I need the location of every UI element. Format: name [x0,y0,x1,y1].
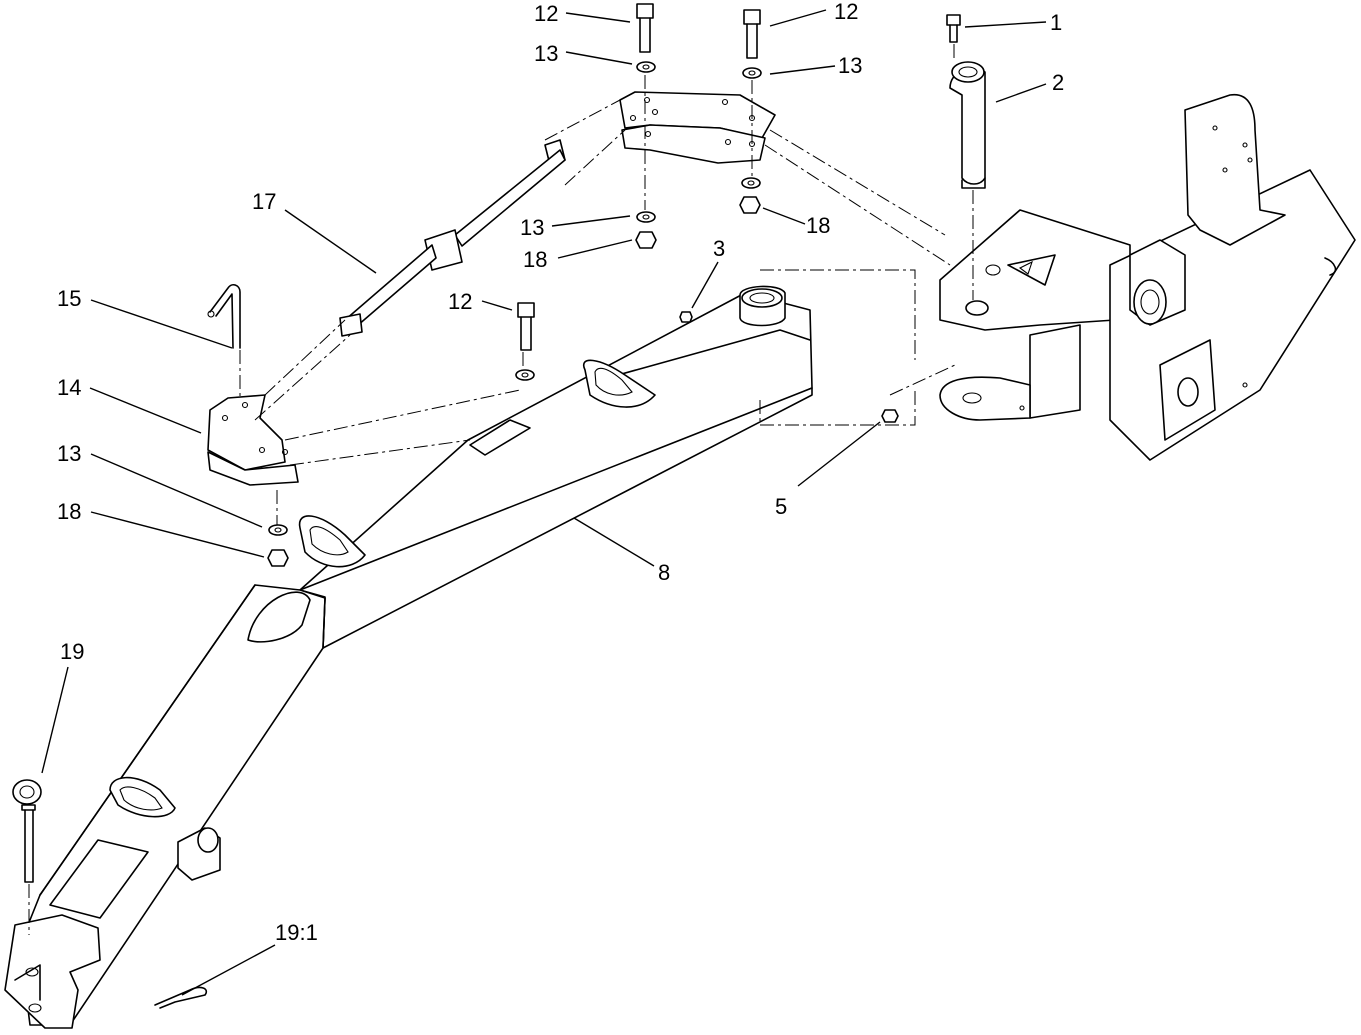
bolt-12-c [517,302,535,351]
callout-18: 18 [57,499,81,524]
callout-1: 1 [1050,10,1062,35]
leader-lines [41,9,1047,996]
bolt-part-1 [946,14,961,43]
callout-13: 13 [838,53,862,78]
callout-8: 8 [658,560,670,585]
hitch-frame [939,94,1356,461]
callout-18: 18 [523,247,547,272]
callout-14: 14 [57,375,81,400]
tow-arm-part [4,285,813,1029]
callout-labels: 12 12 1 13 13 2 17 13 18 18 3 15 12 14 1… [57,0,1064,945]
sleeve-part-2 [949,61,986,189]
bolt-12-a [636,3,654,53]
telescoping-brace [339,139,566,337]
callout-19: 19 [60,639,84,664]
hair-pin-clip [154,986,208,1009]
callout-12: 12 [534,1,558,26]
lower-mount-plate [207,394,299,486]
upper-mount-plate [619,91,776,164]
callout-2: 2 [1052,70,1064,95]
pin-15 [207,283,241,349]
hitch-pin-19 [12,779,42,883]
callout-3: 3 [713,236,725,261]
callout-15: 15 [57,286,81,311]
bolt-12-b [743,9,761,59]
assembly-centerlines [28,44,974,935]
callout-12: 12 [834,0,858,24]
callout-5: 5 [775,494,787,519]
callout-19-1: 19:1 [275,920,318,945]
callout-12: 12 [448,289,472,314]
callout-13: 13 [520,215,544,240]
callout-13: 13 [534,41,558,66]
callout-18: 18 [806,213,830,238]
nuts [267,196,899,567]
callout-17: 17 [252,189,276,214]
callout-13: 13 [57,441,81,466]
washers [268,61,762,536]
